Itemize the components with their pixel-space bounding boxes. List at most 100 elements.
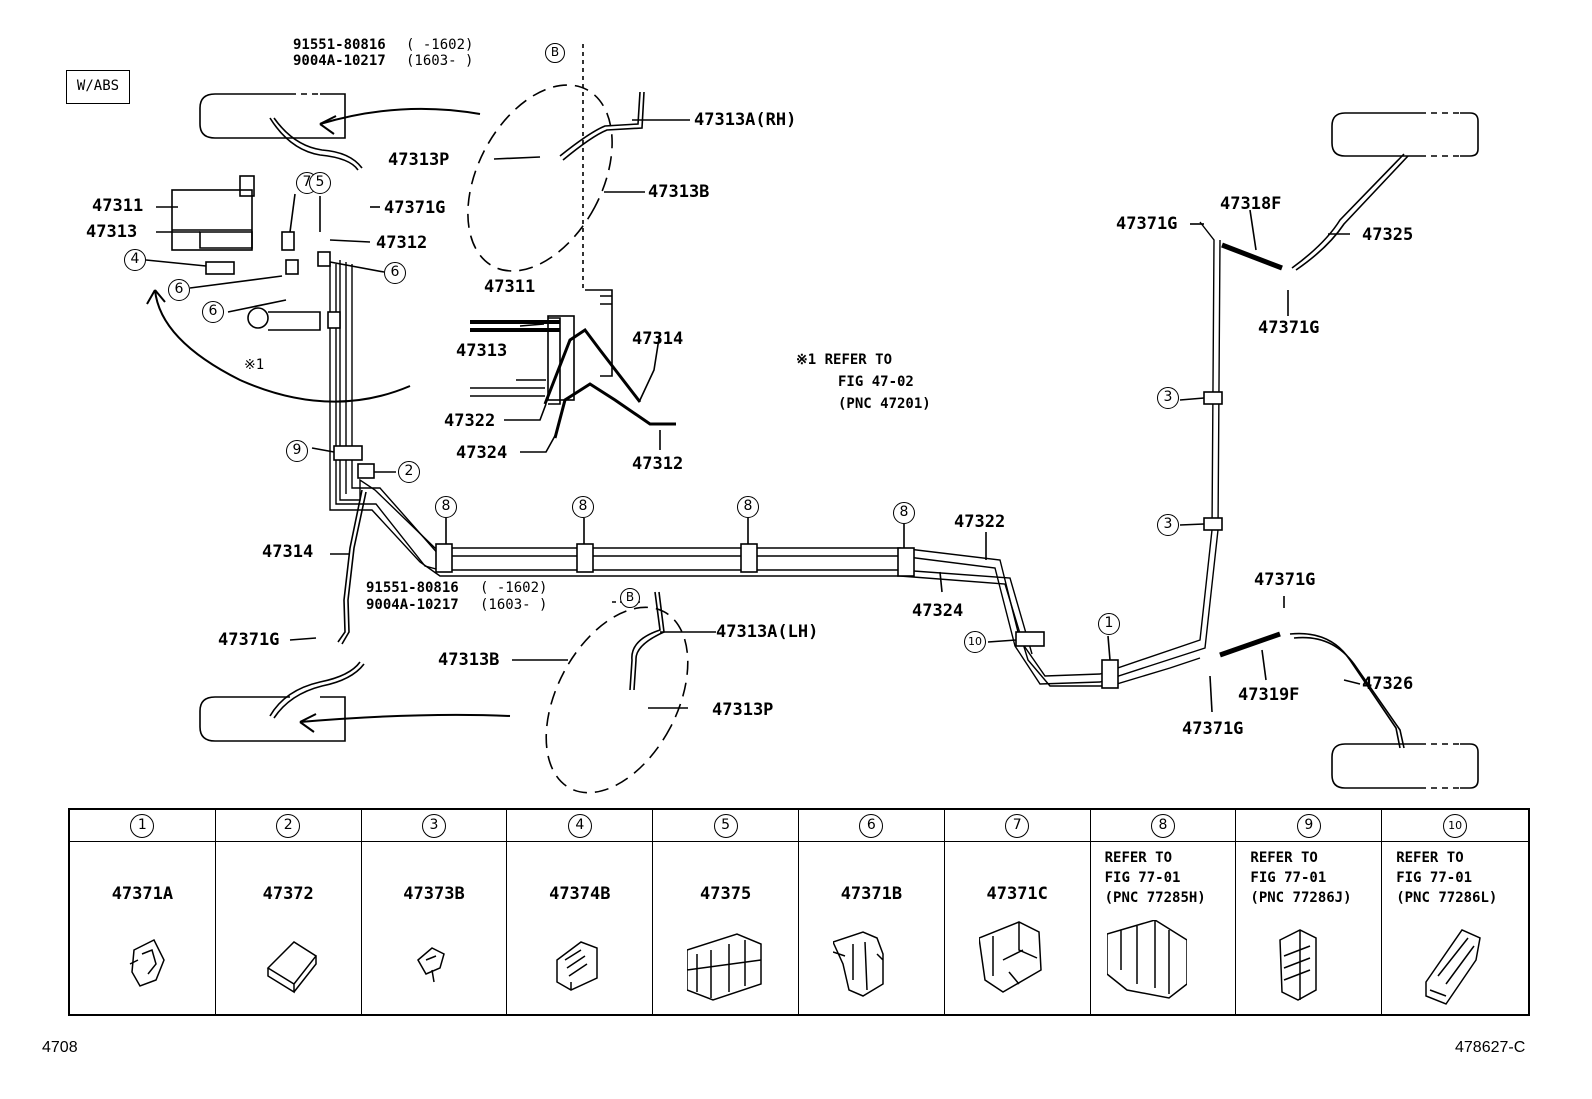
callout-10: 10 <box>964 631 986 653</box>
detail-circle-lh <box>545 606 689 794</box>
w-abs-badge: W/ABS <box>66 70 130 104</box>
reference-note: REFER TO FIG 77-01 (PNC 77286J) <box>1250 850 1352 906</box>
part-number: 47373B <box>403 884 465 904</box>
header-number: 5 <box>713 813 738 838</box>
table-header-cell: 1 <box>70 810 216 842</box>
table-header-cell: 8 <box>1090 810 1237 842</box>
part-label: 47313B <box>438 650 500 670</box>
note-marker: ※1 <box>244 357 265 373</box>
header-number: 6 <box>859 813 884 838</box>
note-text: ※1 REFER TO <box>796 352 893 368</box>
part-label: 47371G <box>1258 318 1320 338</box>
header-number: 3 <box>421 813 446 838</box>
header-number: 1 <box>130 813 155 838</box>
parts-legend-table: 1 2 3 4 5 6 7 8 9 10 47371A 47372 47373B… <box>68 808 1530 1016</box>
abs-actuator <box>171 189 253 251</box>
clamp-icon <box>266 941 317 994</box>
callout-6: 6 <box>168 279 190 301</box>
callout-8: 8 <box>737 496 759 518</box>
clamp-icon <box>978 921 1042 993</box>
table-header-cell: 9 <box>1236 810 1383 842</box>
table-header-cell: 5 <box>653 810 799 842</box>
range-label: (1603- ) <box>480 597 548 613</box>
part-label: 47371G <box>1182 719 1244 739</box>
front-wheel-box-rh <box>199 93 346 139</box>
part-label: 47313A(RH) <box>694 110 797 130</box>
part-number: 47371C <box>986 884 1048 904</box>
callout-1: 1 <box>1098 613 1120 635</box>
part-label: 47312 <box>632 454 684 474</box>
part-number: 47371A <box>111 884 174 904</box>
header-number: 2 <box>276 813 301 838</box>
callout-8: 8 <box>572 496 594 518</box>
part-label: 47318F <box>1220 194 1282 214</box>
callout-9: 9 <box>286 440 308 462</box>
part-label: 47311 <box>484 277 536 297</box>
part-label: 47313 <box>86 222 138 242</box>
header-number: 7 <box>1005 813 1030 838</box>
range-label: (1603- ) <box>406 53 474 69</box>
pn-label: 91551-80816 <box>293 37 386 53</box>
part-label: 47312 <box>376 233 428 253</box>
part-label: 47371G <box>1116 214 1178 234</box>
detail-circle-rh <box>467 84 613 272</box>
pn-label: 9004A-10217 <box>293 53 386 69</box>
clamp-icon <box>1425 929 1482 1005</box>
table-header-cell: 6 <box>799 810 945 842</box>
clamp-icon <box>416 947 445 983</box>
pn-label: 91551-80816 <box>366 580 459 596</box>
part-label: 47325 <box>1362 225 1414 245</box>
table-cell: 47371B <box>799 842 945 1014</box>
part-label: 47311 <box>92 196 144 216</box>
part-label: 47326 <box>1362 674 1414 694</box>
table-cell: REFER TO FIG 77-01 (PNC 77286J) <box>1236 842 1383 1014</box>
illustration-code: 478627-C <box>1455 1039 1526 1056</box>
rear-wheel-box-rh <box>1331 112 1479 157</box>
clamp-icon <box>1279 929 1318 1001</box>
ref-b-marker: B <box>620 588 640 608</box>
clamp-icon <box>1106 920 1187 999</box>
callout-8: 8 <box>893 502 915 524</box>
part-label: 47313A(LH) <box>716 622 819 642</box>
part-label: 47371G <box>1254 570 1316 590</box>
header-number: 8 <box>1150 813 1175 838</box>
callout-6: 6 <box>202 301 224 323</box>
clamp-icon <box>687 933 762 1001</box>
table-header-cell: 7 <box>944 810 1091 842</box>
part-label: 47324 <box>912 601 964 621</box>
reference-note: REFER TO FIG 77-01 (PNC 77285H) <box>1104 850 1206 906</box>
part-label: 47371G <box>218 630 280 650</box>
table-cell: 47373B <box>362 842 508 1014</box>
clamp-icon <box>129 938 165 987</box>
part-number: 47372 <box>262 884 314 904</box>
part-label: 47313P <box>388 150 450 170</box>
part-label: 47313 <box>456 341 508 361</box>
part-label: 47313B <box>648 182 710 202</box>
table-cell: 47374B <box>507 842 654 1014</box>
part-number: 47371B <box>840 884 903 904</box>
clamp-icon <box>556 941 599 991</box>
reference-note: REFER TO FIG 77-01 (PNC 77286L) <box>1396 850 1498 906</box>
table-header-cell: 4 <box>507 810 654 842</box>
ref-b-marker: B <box>545 43 565 63</box>
note-text: FIG 47-02 <box>838 374 914 390</box>
table-cell: 47375 <box>653 842 799 1014</box>
rear-wheel-box-lh <box>1331 743 1479 789</box>
note-text: (PNC 47201) <box>838 396 931 412</box>
figure-number: 4708 <box>42 1039 78 1056</box>
range-label: ( -1602) <box>480 580 548 596</box>
callout-8: 8 <box>435 496 457 518</box>
header-number: 9 <box>1296 813 1321 838</box>
table-header-cell: 3 <box>361 810 508 842</box>
part-label: 47322 <box>444 411 496 431</box>
callout-5: 5 <box>309 172 331 194</box>
callout-6: 6 <box>384 262 406 284</box>
front-wheel-box-lh <box>199 696 346 742</box>
part-label: 47313P <box>712 700 774 720</box>
callout-3: 3 <box>1157 387 1179 409</box>
table-cell: 47372 <box>216 842 362 1014</box>
header-number: 4 <box>567 813 592 838</box>
part-number: 47375 <box>700 884 752 904</box>
part-number: 47374B <box>549 884 611 904</box>
